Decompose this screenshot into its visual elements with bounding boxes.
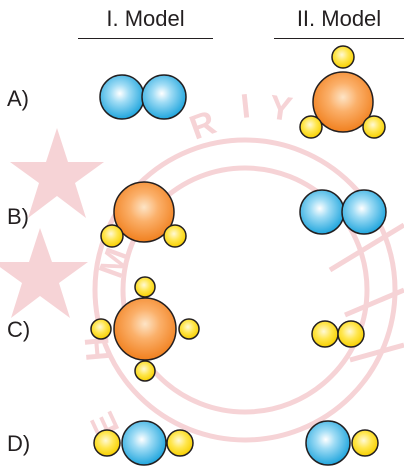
svg-text:Y: Y [267,88,295,129]
svg-text:H: H [78,335,118,363]
diatomic-blue-molecule-icon [99,74,187,120]
orange-center-two-yellow-atoms-icon [100,181,187,248]
model1-header: I. Model [106,6,185,31]
blue-yellow-diatomic-molecule-icon [305,420,379,466]
option-c-label[interactable]: C) [7,317,31,342]
option-a-label[interactable]: A) [7,86,29,111]
model1-header-rule [78,38,213,39]
option-b-label[interactable]: B) [7,204,29,229]
blue-center-two-yellow-atoms-icon [93,420,194,466]
orange-center-three-yellow-atoms-icon [299,45,386,139]
model2-header: II. Model [296,6,382,31]
orange-center-four-yellow-atoms-icon [90,276,200,382]
model2-header-rule [274,38,404,39]
watermark-star-icon [0,228,88,318]
diatomic-yellow-molecule-icon [311,320,365,348]
svg-text:I: I [239,87,252,126]
svg-text:R: R [185,103,221,147]
diatomic-blue-molecule-icon [299,189,387,235]
watermark-star-icon [10,128,104,218]
option-d-label[interactable]: D) [7,431,31,456]
